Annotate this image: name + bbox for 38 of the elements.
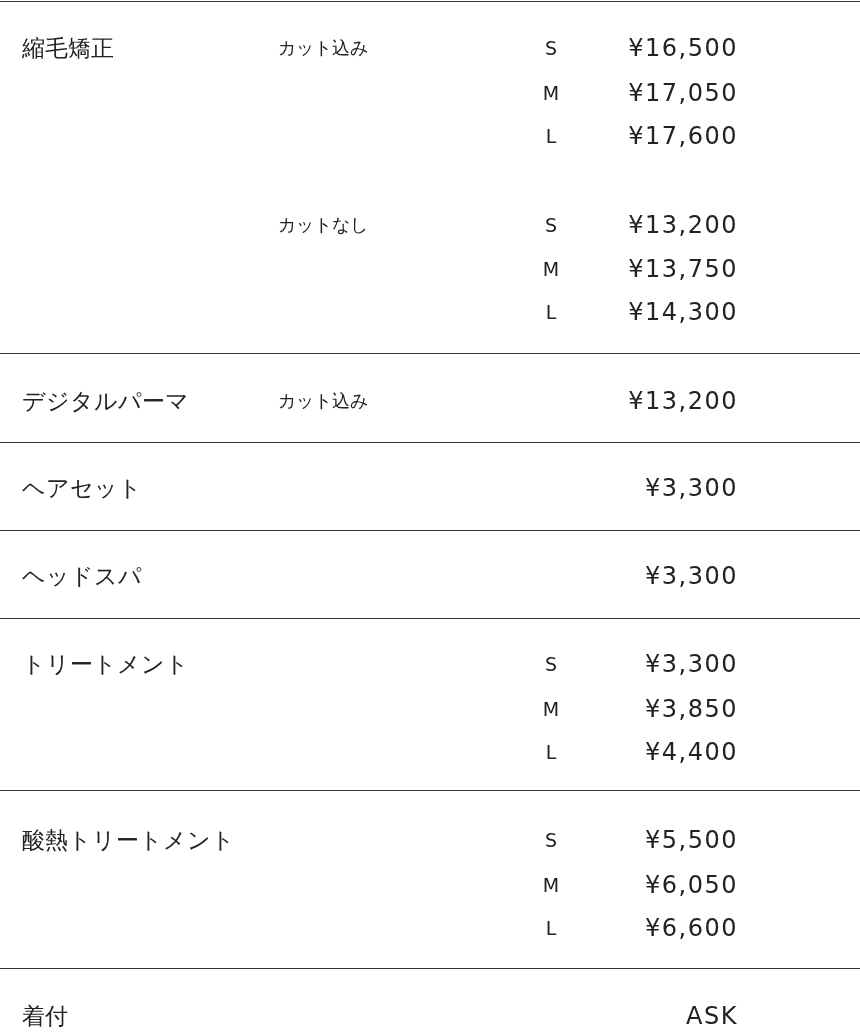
service-name: ヘッドスパ	[22, 562, 142, 591]
price: ¥13,200	[628, 210, 738, 240]
service-name: ヘアセット	[22, 474, 142, 503]
price: ASK	[686, 1001, 738, 1031]
size-label: L	[545, 740, 557, 765]
size-label: M	[542, 873, 560, 898]
size-label: L	[545, 300, 557, 325]
option-label: カット込み	[278, 36, 368, 60]
service-name: トリートメント	[22, 650, 189, 679]
size-label: M	[542, 697, 560, 722]
size-label: S	[544, 652, 558, 677]
price: ¥3,850	[645, 694, 738, 724]
service-name: 酸熱トリートメント	[22, 826, 235, 855]
price: ¥16,500	[628, 33, 738, 63]
price: ¥6,600	[645, 913, 738, 943]
price: ¥6,050	[645, 870, 738, 900]
size-label: L	[545, 916, 557, 941]
price: ¥4,400	[645, 737, 738, 767]
price: ¥3,300	[645, 649, 738, 679]
price: ¥13,750	[628, 254, 738, 284]
size-label: M	[542, 257, 560, 282]
size-label: S	[544, 213, 558, 238]
price: ¥5,500	[645, 825, 738, 855]
service-name: デジタルパーマ	[22, 387, 189, 416]
price: ¥17,050	[628, 78, 738, 108]
option-label: カットなし	[278, 213, 368, 237]
service-name: 着付	[22, 1002, 68, 1031]
size-label: L	[545, 124, 557, 149]
option-label: カット込み	[278, 389, 368, 413]
price: ¥13,200	[628, 386, 738, 416]
size-label: S	[544, 828, 558, 853]
price: ¥14,300	[628, 297, 738, 327]
size-label: S	[544, 36, 558, 61]
price: ¥3,300	[645, 561, 738, 591]
price: ¥3,300	[645, 473, 738, 503]
size-label: M	[542, 81, 560, 106]
service-name: 縮毛矯正	[22, 34, 114, 63]
price: ¥17,600	[628, 121, 738, 151]
